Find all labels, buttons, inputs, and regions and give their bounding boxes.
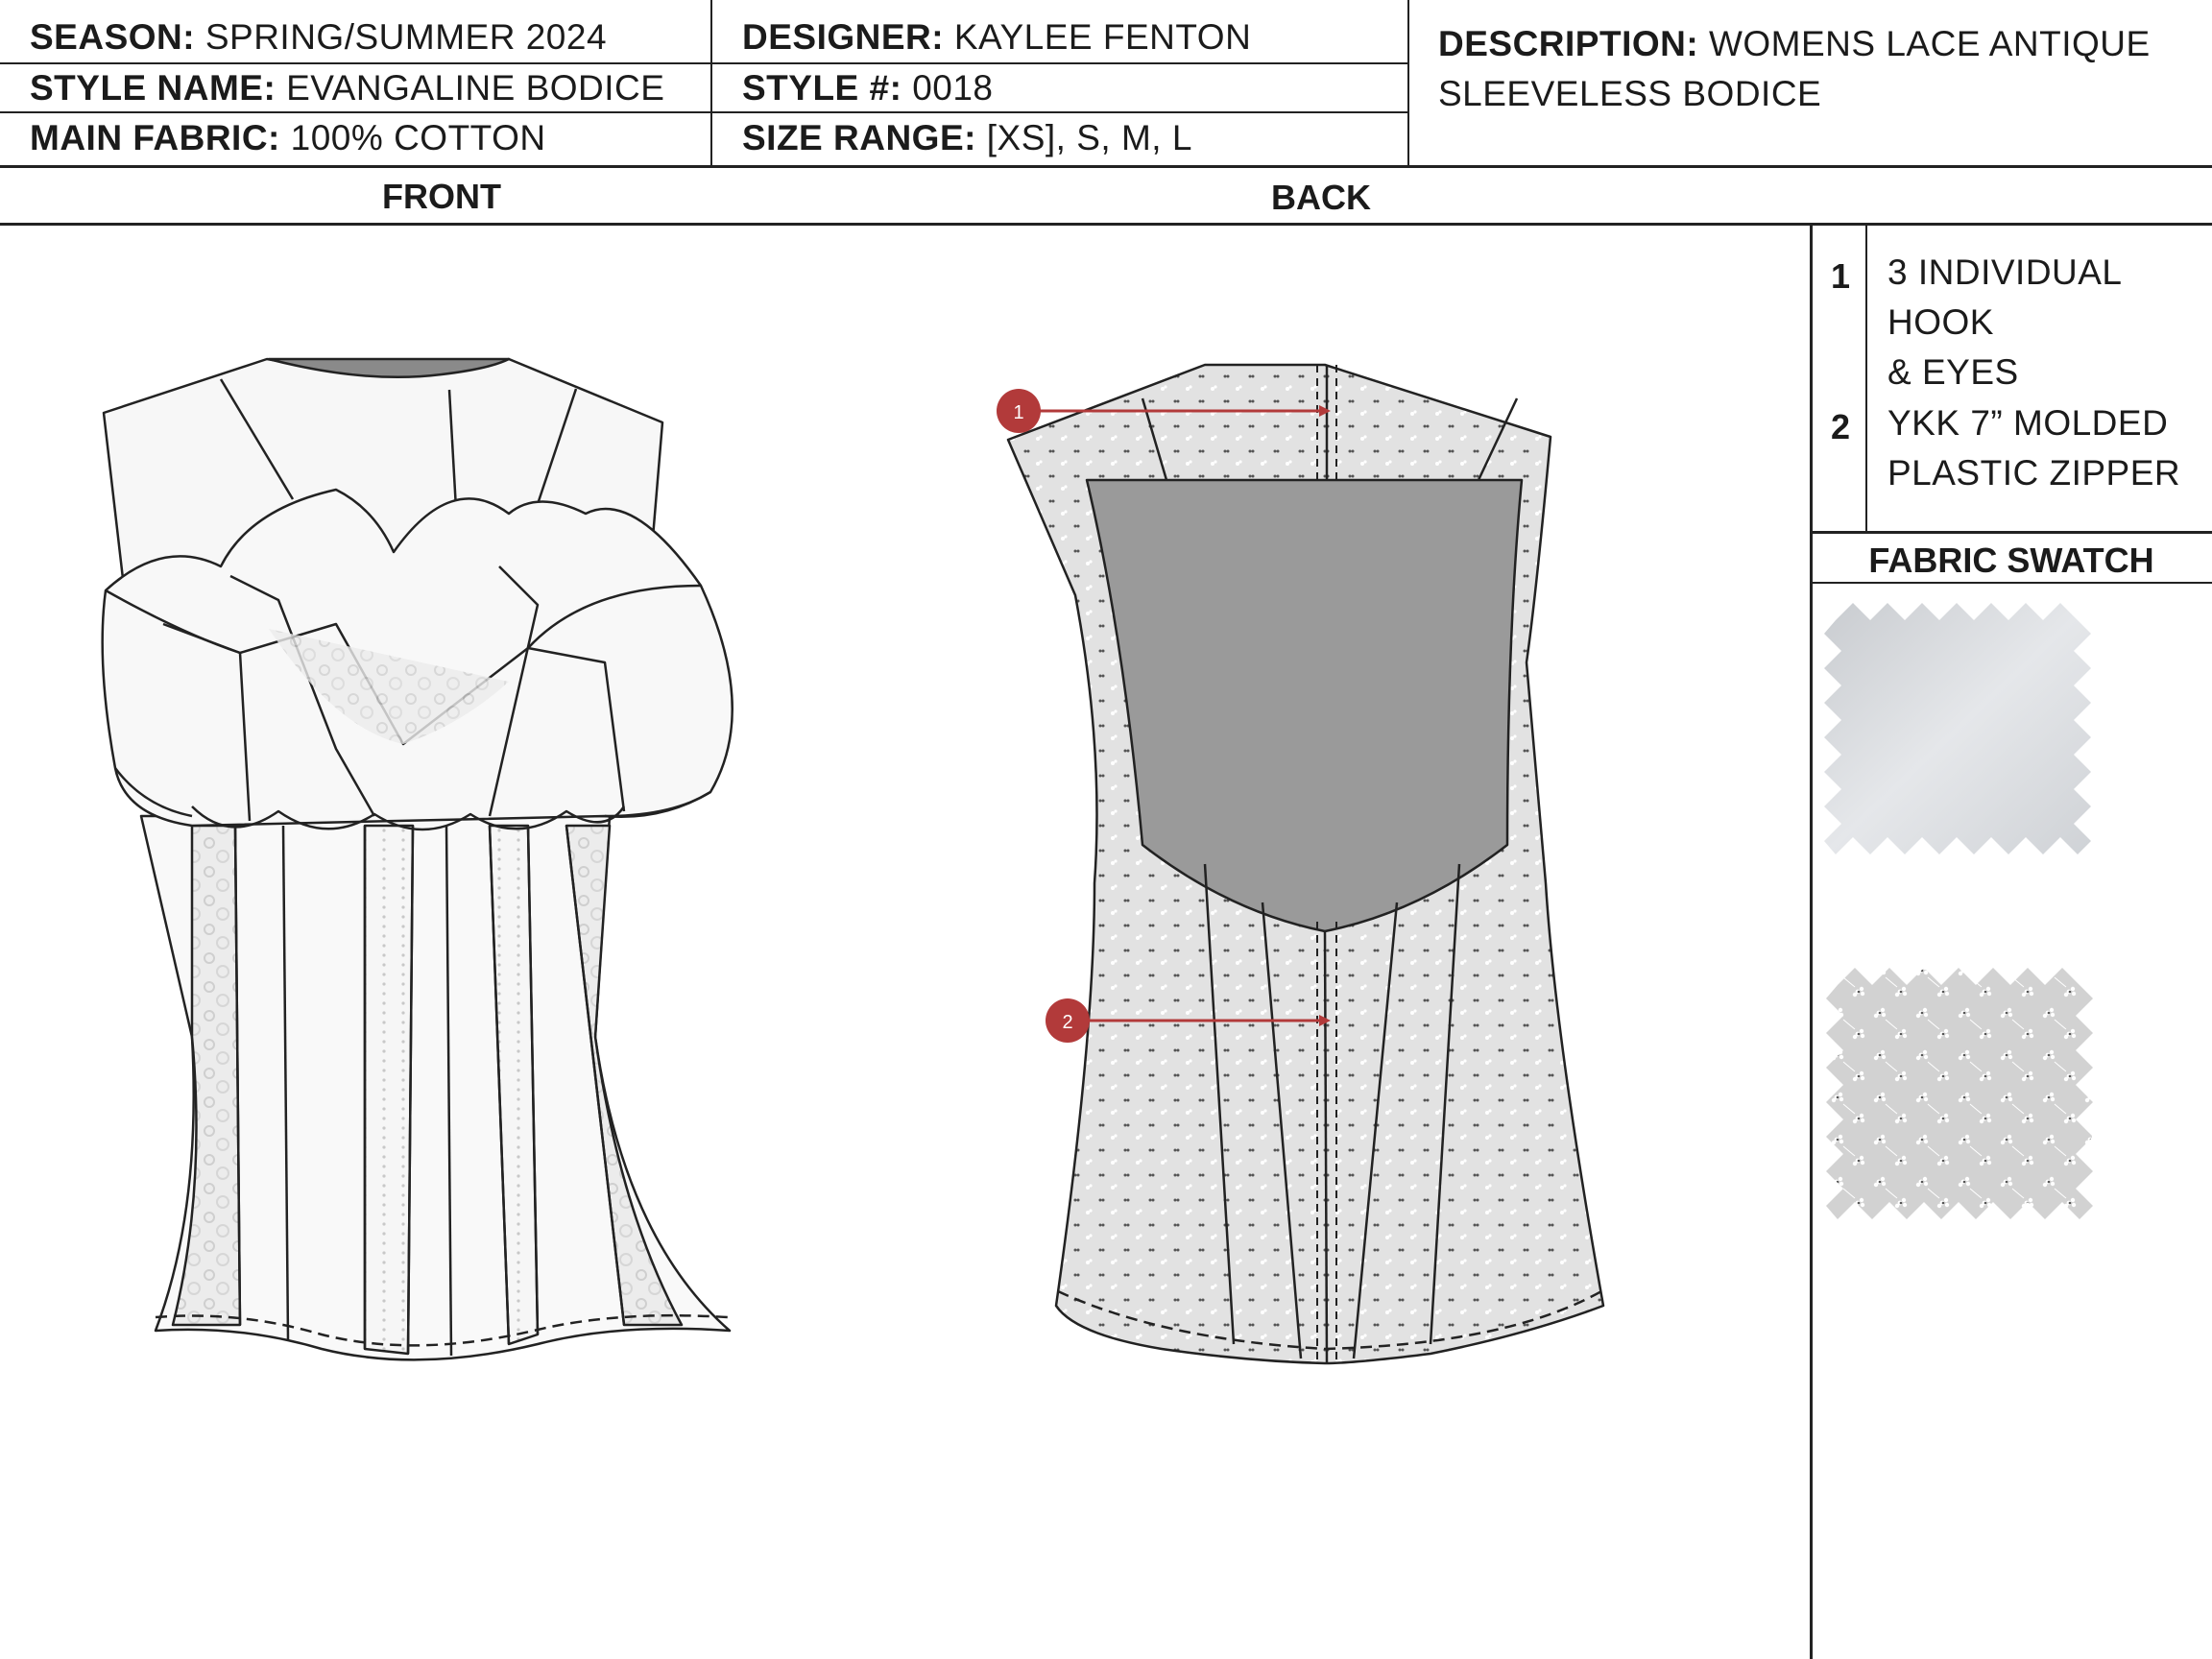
description-line-2: SLEEVELESS BODICE bbox=[1438, 74, 1822, 113]
view-header-bottom-rule bbox=[0, 223, 2212, 226]
callout-marker-1-label: 1 bbox=[1013, 402, 1023, 423]
eyelet-lace-swatch bbox=[1826, 968, 2093, 1219]
callout-1-line-2: & EYES bbox=[1887, 352, 2019, 392]
fabric-swatch-heading: FABRIC SWATCH bbox=[1868, 541, 2154, 580]
designer-value: KAYLEE FENTON bbox=[953, 17, 1252, 57]
callout-number-2: 2 bbox=[1831, 407, 1851, 446]
callout-1-line-1: 3 INDIVIDUAL HOOK bbox=[1887, 252, 2122, 342]
description-field: DESCRIPTION: WOMENS LACE ANTIQUE SLEEVEL… bbox=[1438, 19, 2151, 119]
callout-marker-1 bbox=[997, 389, 1041, 433]
main-fabric-label: MAIN FABRIC: bbox=[30, 118, 280, 157]
callout-2-line-1: YKK 7” MOLDED bbox=[1887, 403, 2169, 443]
designer-label: DESIGNER: bbox=[742, 17, 945, 57]
callout-marker-2-label: 2 bbox=[1062, 1012, 1072, 1033]
swatch-title-top-rule bbox=[1811, 531, 2212, 534]
header-row-divider-2 bbox=[0, 111, 1409, 113]
callout-number-1: 1 bbox=[1831, 256, 1851, 296]
callout-marker-2 bbox=[1046, 998, 1090, 1043]
header-row-divider-1 bbox=[0, 62, 1409, 64]
front-view-heading: FRONT bbox=[382, 177, 501, 216]
designer-field: DESIGNER: KAYLEE FENTON bbox=[742, 19, 1251, 55]
style-number-label: STYLE #: bbox=[742, 68, 902, 108]
header-col-divider-1 bbox=[710, 0, 712, 166]
size-range-field: SIZE RANGE: [XS], S, M, L bbox=[742, 120, 1192, 156]
description-label: DESCRIPTION: bbox=[1438, 24, 1699, 63]
plain-cotton-swatch bbox=[1824, 603, 2091, 854]
main-fabric-value: 100% COTTON bbox=[290, 118, 546, 157]
size-range-value: [XS], S, M, L bbox=[986, 118, 1192, 157]
callout-text-2: YKK 7” MOLDED PLASTIC ZIPPER bbox=[1887, 398, 2180, 498]
swatch-title-bottom-rule bbox=[1811, 582, 2212, 584]
style-name-field: STYLE NAME: EVANGALINE BODICE bbox=[30, 70, 664, 106]
size-range-label: SIZE RANGE: bbox=[742, 118, 976, 157]
fabric-swatch-graphics bbox=[1824, 603, 2093, 1219]
season-value: SPRING/SUMMER 2024 bbox=[204, 17, 608, 57]
callout-marker-1-group: 1 bbox=[997, 389, 1331, 433]
main-fabric-field: MAIN FABRIC: 100% COTTON bbox=[30, 120, 546, 156]
front-ruffle bbox=[101, 488, 733, 828]
back-view-heading: BACK bbox=[1271, 178, 1371, 217]
description-line-1: WOMENS LACE ANTIQUE bbox=[1708, 24, 2151, 63]
header-col-divider-2 bbox=[1407, 0, 1409, 166]
front-neck-facing bbox=[267, 357, 511, 379]
season-label: SEASON: bbox=[30, 17, 196, 57]
style-number-field: STYLE #: 0018 bbox=[742, 70, 994, 106]
notes-number-divider bbox=[1865, 224, 1867, 531]
back-cutout bbox=[1085, 478, 1524, 933]
back-flat-sketch: 1 2 bbox=[997, 363, 1605, 1365]
season-field: SEASON: SPRING/SUMMER 2024 bbox=[30, 19, 607, 55]
callout-text-1: 3 INDIVIDUAL HOOK & EYES bbox=[1887, 248, 2212, 397]
callout-marker-2-group: 2 bbox=[1046, 998, 1331, 1043]
header-bottom-rule bbox=[0, 165, 2212, 168]
style-number-value: 0018 bbox=[912, 68, 994, 108]
style-name-value: EVANGALINE BODICE bbox=[286, 68, 665, 108]
style-name-label: STYLE NAME: bbox=[30, 68, 276, 108]
right-panel-divider bbox=[1810, 224, 1813, 1659]
front-flat-sketch bbox=[101, 357, 733, 1361]
callout-2-line-2: PLASTIC ZIPPER bbox=[1887, 453, 2181, 493]
